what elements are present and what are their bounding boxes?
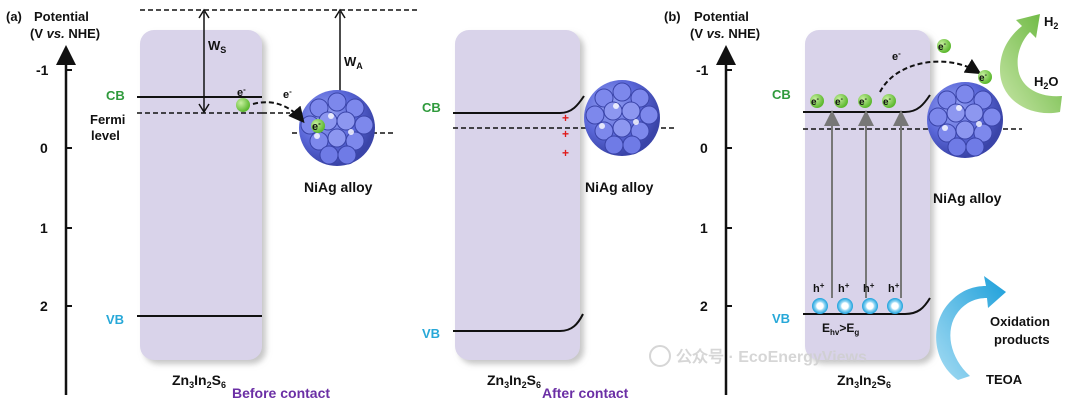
h2-evolution-arrow bbox=[1000, 14, 1062, 114]
cb-electron-3: e- bbox=[858, 94, 872, 108]
niag-alloy-particle-photo bbox=[926, 81, 1004, 159]
vb-hole-2 bbox=[837, 298, 853, 314]
vb-line-photo bbox=[803, 297, 931, 315]
alloy-label-photo: NiAg alloy bbox=[933, 190, 1002, 206]
wechat-icon bbox=[649, 345, 671, 367]
tick-label-b-minus1: -1 bbox=[696, 62, 709, 78]
axis-title-b-line1: Potential bbox=[694, 9, 749, 24]
hole-label-2: h+ bbox=[838, 281, 850, 295]
semiconductor-block-after bbox=[455, 30, 580, 360]
tick-label-b-0: 0 bbox=[700, 140, 708, 156]
svg-text:e-: e- bbox=[312, 119, 321, 133]
watermark: 公众号 · EcoEnergyViews bbox=[649, 345, 867, 367]
teoa-oxidation-arrow bbox=[936, 276, 1006, 380]
vb-label-photo: VB bbox=[772, 311, 790, 326]
semiconductor-label-before: Zn3In2S6 bbox=[172, 372, 226, 390]
cb-label-before: CB bbox=[106, 88, 125, 103]
axis-title-b-line2: (V vs. NHE) bbox=[690, 26, 760, 41]
potential-axis-a: Potential (V vs. NHE) -1 0 1 2 bbox=[30, 9, 100, 395]
hole-label-1: h+ bbox=[813, 281, 825, 295]
axis-title-a-line2: (V vs. NHE) bbox=[30, 26, 100, 41]
vb-hole-3 bbox=[862, 298, 878, 314]
cb-electron-4: e- bbox=[882, 94, 896, 108]
vb-hole-4 bbox=[887, 298, 903, 314]
positive-charge-1: + bbox=[562, 111, 569, 125]
hole-label-3: h+ bbox=[863, 281, 875, 295]
panel-label-a: (a) bbox=[6, 9, 22, 24]
caption-before-contact: Before contact bbox=[232, 385, 330, 401]
fermi-label-line1: Fermi bbox=[90, 112, 125, 127]
svg-text:e-: e- bbox=[237, 85, 246, 99]
vb-label-after: VB bbox=[422, 326, 440, 341]
svg-text:e-: e- bbox=[883, 96, 892, 108]
transit-electron-1: e- bbox=[892, 49, 901, 63]
svg-text:e-: e- bbox=[892, 49, 901, 63]
svg-text:e-: e- bbox=[938, 41, 947, 53]
cb-label-after: CB bbox=[422, 100, 441, 115]
svg-text:e-: e- bbox=[811, 96, 820, 108]
fermi-label-line2: level bbox=[91, 128, 120, 143]
niag-alloy-particle-after bbox=[583, 79, 661, 157]
semiconductor-label-after: Zn3In2S6 bbox=[487, 372, 541, 390]
tick-label-a-minus1: -1 bbox=[36, 62, 49, 78]
oxidation-label-line1: Oxidation bbox=[990, 314, 1050, 329]
vb-hole-1 bbox=[812, 298, 828, 314]
caption-after-contact: After contact bbox=[542, 385, 629, 401]
semiconductor-label-photo: Zn3In2S6 bbox=[837, 372, 891, 390]
surface-electron: e- bbox=[978, 70, 992, 84]
tick-label-a-0: 0 bbox=[40, 140, 48, 156]
hole-label-4: h+ bbox=[888, 281, 900, 295]
teoa-label: TEOA bbox=[986, 372, 1023, 387]
panel-label-b: (b) bbox=[664, 9, 681, 24]
excitation-condition-label: Ehv>Eg bbox=[822, 321, 859, 337]
cb-line-after bbox=[453, 95, 585, 114]
vb-line-after bbox=[453, 313, 584, 332]
svg-text:e-: e- bbox=[835, 96, 844, 108]
ws-label: WS bbox=[208, 38, 226, 55]
svg-text:e-: e- bbox=[283, 87, 292, 101]
svg-text:e-: e- bbox=[859, 96, 868, 108]
wa-label: WA bbox=[344, 54, 363, 71]
oxidation-label-line2: products bbox=[994, 332, 1050, 347]
tick-label-b-2: 2 bbox=[700, 298, 708, 314]
electron-before-2: e- bbox=[283, 87, 292, 101]
electron-before-1: e- bbox=[236, 85, 250, 112]
watermark-text: 公众号 · EcoEnergyViews bbox=[676, 347, 867, 366]
transit-electron-2: e- bbox=[937, 39, 951, 53]
tick-label-a-1: 1 bbox=[40, 220, 48, 236]
svg-text:e-: e- bbox=[979, 72, 988, 84]
electron-transfer-arrow-before bbox=[252, 101, 305, 124]
positive-charge-2: + bbox=[562, 127, 569, 141]
h2-label: H2 bbox=[1044, 14, 1058, 31]
semiconductor-block-before bbox=[140, 30, 262, 360]
tick-label-b-1: 1 bbox=[700, 220, 708, 236]
alloy-label-before: NiAg alloy bbox=[304, 179, 373, 195]
electron-before-3: e- bbox=[311, 119, 325, 133]
cb-electron-2: e- bbox=[834, 94, 848, 108]
potential-axis-b: Potential (V vs. NHE) -1 0 1 2 bbox=[690, 9, 760, 395]
electron-transfer-arrow-photo bbox=[879, 58, 982, 93]
axis-title-a-line1: Potential bbox=[34, 9, 89, 24]
h2o-label: H2O bbox=[1034, 74, 1059, 91]
niag-alloy-particle-before bbox=[298, 89, 376, 167]
tick-label-a-2: 2 bbox=[40, 298, 48, 314]
cb-label-photo: CB bbox=[772, 87, 791, 102]
positive-charge-3: + bbox=[562, 146, 569, 160]
vb-label-before: VB bbox=[106, 312, 124, 327]
alloy-label-after: NiAg alloy bbox=[585, 179, 654, 195]
cb-electron-1: e- bbox=[810, 94, 824, 108]
